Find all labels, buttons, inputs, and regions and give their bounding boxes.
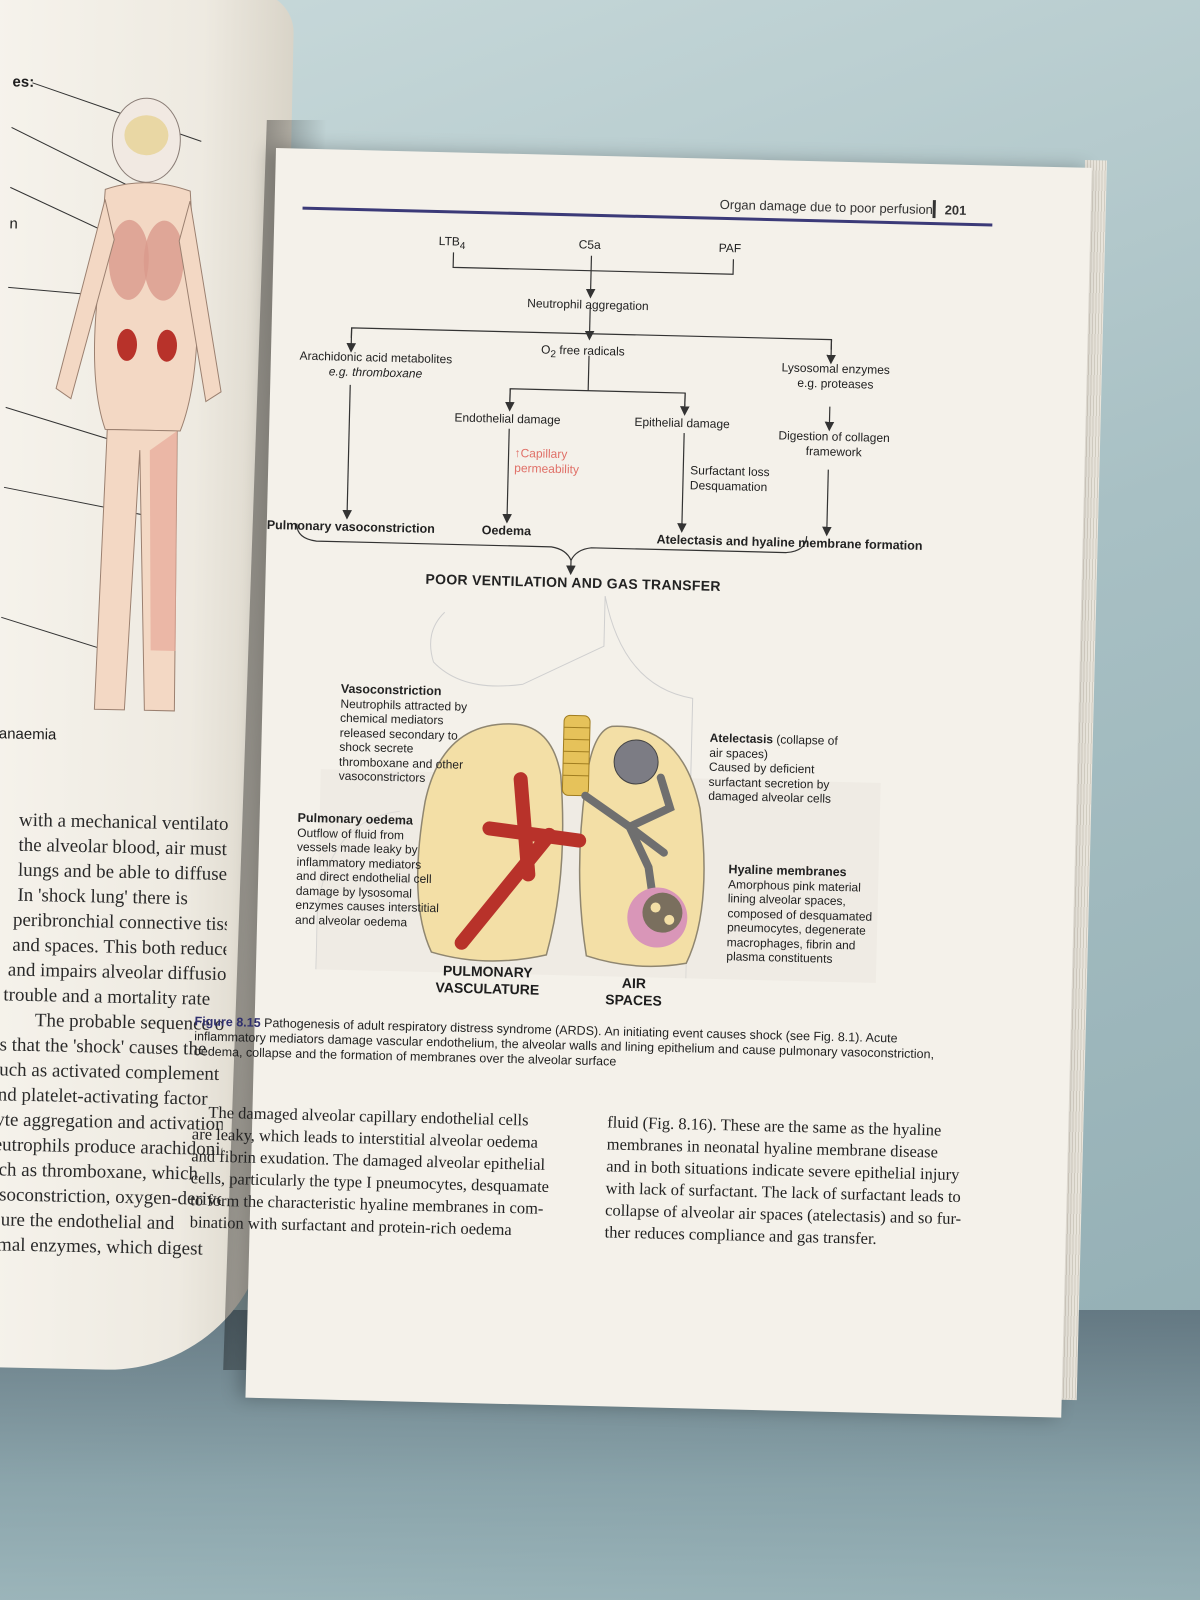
ann-line: vasoconstrictors (338, 768, 426, 785)
node-c5a: C5a (578, 237, 601, 252)
node-epithelial-damage: Epithelial damage (634, 414, 730, 432)
ann-line: plasma constituents (726, 949, 833, 966)
annotation-hyaline-membranes: Hyaline membranes Amorphous pink materia… (726, 862, 898, 968)
node-lysosomal-text: Lysosomal enzymes (781, 360, 891, 378)
ann-line: damaged alveolar cells (708, 788, 832, 806)
node-neutrophil-aggregation: Neutrophil aggregation (527, 296, 649, 314)
hyaline-alveoli (627, 887, 688, 948)
node-ltb4-text: LTB (438, 234, 461, 249)
node-paf: PAF (718, 240, 742, 256)
flow-arrows (296, 252, 836, 576)
node-digestion: Digestion of collagen framework (764, 428, 905, 461)
as-line-2: SPACES (605, 991, 663, 1009)
right-page: Organ damage due to poor perfusion 201 (190, 148, 1092, 1418)
annotation-pulmonary-oedema: Pulmonary oedema Outflow of fluid from v… (295, 811, 458, 931)
page-number-separator (932, 200, 936, 219)
node-arachidonic-eg: e.g. thromboxane (328, 364, 423, 381)
ann-line: and alveolar oedema (294, 912, 408, 929)
node-lysosomal-eg: e.g. proteases (797, 375, 874, 392)
label-pulmonary-vasculature: PULMONARY VASCULATURE (435, 962, 540, 999)
annotation-atelectasis: Atelectasis (collapse of air spaces) Cau… (708, 731, 880, 808)
node-ltb4: LTB4 (438, 234, 466, 254)
human-body-illustration (55, 97, 222, 712)
node-o2-free-radicals: O2 free radicals (541, 343, 625, 364)
collapsed-alveolus (613, 739, 659, 785)
capillary-perm: permeability (514, 460, 580, 477)
ann-line: shock secrete (339, 739, 414, 756)
ann-line: air spaces) (709, 745, 769, 761)
atelectasis-title-rest: (collapse of (772, 732, 838, 748)
node-endothelial-damage: Endothelial damage (454, 410, 561, 428)
node-lysosomal: Lysosomal enzymes e.g. proteases (770, 360, 901, 393)
capillary-up: ↑Capillary (514, 445, 568, 462)
page-number: 201 (944, 202, 967, 218)
node-surfactant: Surfactant loss Desquamation (690, 463, 770, 495)
node-arachidonic-text: Arachidonic acid metabolites (299, 348, 453, 367)
body-column-2: fluid (Fig. 8.16). These are the same as… (604, 1111, 961, 1251)
node-ltb4-sub: 4 (459, 240, 466, 253)
desquamation: Desquamation (689, 478, 768, 495)
pv-line-2: VASCULATURE (435, 979, 540, 998)
node-digestion-text: Digestion of collagen (778, 428, 890, 446)
node-digestion-text-2: framework (805, 444, 862, 460)
left-line: somal enzymes, which digest (0, 1233, 204, 1260)
left-page: es: n anaemia with a mechanical ventilat… (0, 0, 295, 1373)
o2-rest: free radicals (555, 342, 625, 359)
left-label-anaemia: anaemia (0, 725, 57, 744)
node-capillary-permeability: ↑Capillary permeability (514, 446, 579, 478)
bronchial-tree (581, 773, 675, 902)
lung-drawing (315, 596, 881, 983)
pv-line-1: PULMONARY (442, 962, 533, 981)
surfactant-loss: Surfactant loss (690, 463, 770, 480)
as-line-1: AIR (621, 974, 647, 992)
pathogenesis-flow-diagram: LTB4 C5a PAF Neutrophil aggregation Arac… (265, 218, 1090, 618)
lung-illustration: Vasoconstriction Neutrophils attracted b… (255, 568, 1082, 1038)
atelectasis-title: Atelectasis (709, 730, 774, 747)
pulmonary-vessels (454, 772, 587, 950)
label-air-spaces: AIR SPACES (605, 974, 662, 1009)
left-label-1: es: (12, 73, 35, 91)
running-head: Organ damage due to poor perfusion (719, 196, 934, 218)
node-oedema: Oedema (481, 523, 532, 539)
figure-label: Figure 8.15 (194, 1014, 261, 1030)
annotation-vasoconstriction: Vasoconstriction Neutrophils attracted b… (338, 682, 510, 788)
body-column-1: The damaged alveolar capillary endotheli… (189, 1101, 550, 1241)
node-arachidonic: Arachidonic acid metabolites e.g. thromb… (290, 348, 461, 382)
left-line: trouble and a mortality rate (3, 984, 211, 1010)
left-label-2: n (9, 215, 19, 233)
trachea (561, 714, 591, 797)
